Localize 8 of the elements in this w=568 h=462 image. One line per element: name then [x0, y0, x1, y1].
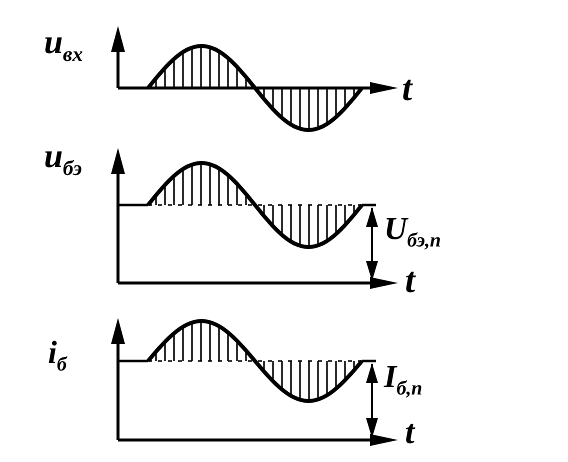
axis-label: t	[405, 262, 416, 298]
axis-label: t	[405, 416, 414, 450]
dimension-label: U$_{бэ,п}$	[384, 212, 441, 252]
axis-label: u$_{бэ}$	[44, 140, 82, 179]
dimension-label: I$_{б,п}$	[384, 360, 422, 400]
axis-label: t	[402, 70, 412, 106]
axis-label: u$_{вх}$	[44, 26, 83, 65]
axis-label: i$_{б}$	[48, 336, 67, 376]
